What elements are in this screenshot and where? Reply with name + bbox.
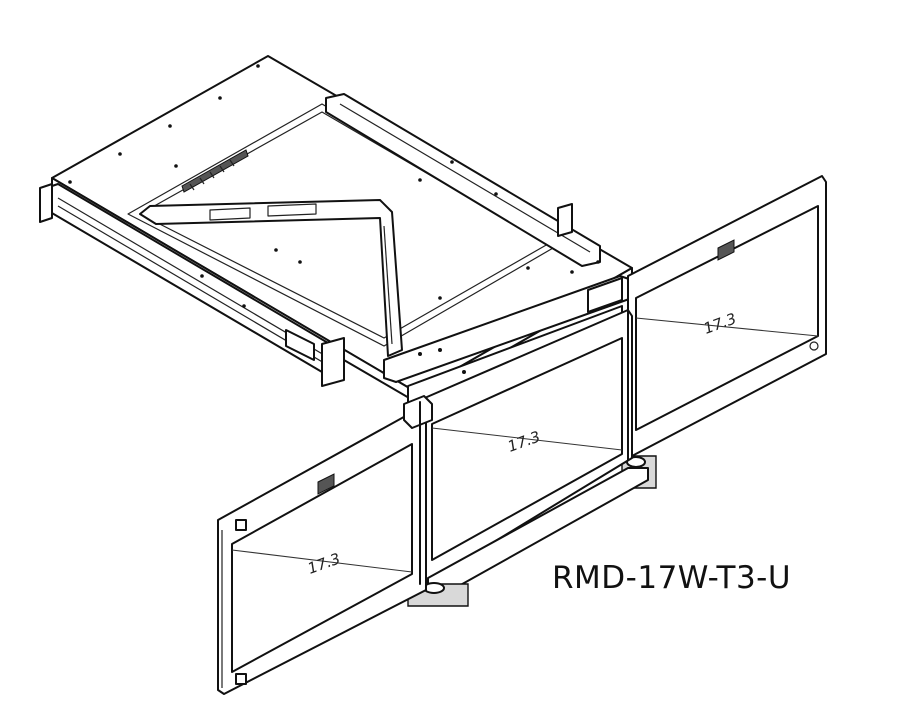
right-screen-led xyxy=(809,341,819,351)
left-rack-ear xyxy=(39,183,53,223)
right-screen-badge xyxy=(717,239,735,261)
chassis-screws xyxy=(68,64,600,374)
support-arm xyxy=(139,199,403,357)
right-rail-bracket xyxy=(557,203,573,237)
left-screen-corner-mark-top xyxy=(235,519,247,531)
left-screen-diagonal xyxy=(231,549,413,573)
left-screen-frame xyxy=(217,407,427,695)
model-number-label: RMD-17W-T3-U xyxy=(552,560,792,596)
drawer-vent-grille xyxy=(181,149,249,193)
left-screen-panel xyxy=(231,443,413,673)
left-screen-corner-mark-bottom xyxy=(235,673,247,685)
left-rail-block xyxy=(285,329,315,361)
left-rail-bracket xyxy=(321,337,345,387)
left-screen-hinge xyxy=(403,395,433,429)
right-slide-rail xyxy=(325,93,601,267)
center-screen-diagonal xyxy=(431,427,623,451)
right-screen: 17.3 xyxy=(621,175,827,489)
right-rail-groove xyxy=(339,103,591,253)
left-screen-badge xyxy=(317,473,335,495)
rack-drawer-chassis xyxy=(39,55,633,407)
drawer-latch xyxy=(587,277,623,313)
left-screen: 17.3 xyxy=(217,395,433,695)
center-screen-panel xyxy=(431,337,623,561)
right-screen-diagonal xyxy=(635,317,819,337)
